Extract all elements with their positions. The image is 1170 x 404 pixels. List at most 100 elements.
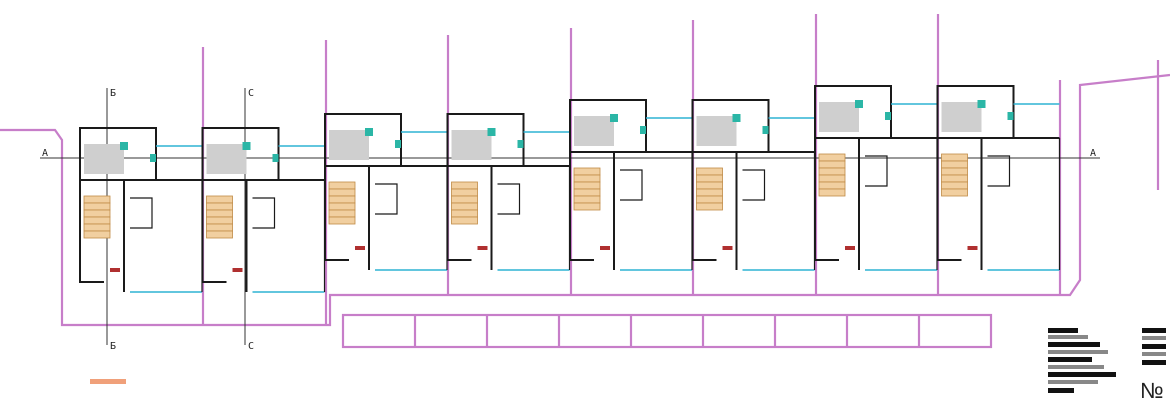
stair-step — [573, 174, 601, 183]
stair-step — [818, 181, 846, 190]
stair-step — [451, 216, 478, 225]
kitchen-icon — [610, 114, 618, 122]
stair-step — [451, 209, 478, 218]
door-mark — [477, 246, 488, 250]
stair-step — [573, 202, 601, 211]
kitchen-icon — [365, 128, 373, 136]
unit-2 — [201, 127, 326, 293]
bathroom — [130, 197, 153, 229]
stair-step — [941, 174, 968, 183]
unit-wall-left — [446, 114, 472, 261]
stair-step — [451, 181, 478, 190]
stair-step — [451, 195, 478, 204]
door-mark — [600, 246, 610, 250]
door-mark — [110, 268, 120, 272]
stair-step — [818, 167, 846, 176]
unit-hatch — [206, 144, 247, 174]
bathroom — [620, 169, 643, 201]
unit-wall-left — [814, 86, 839, 261]
stair-step — [696, 202, 723, 211]
unit-4 — [446, 113, 571, 271]
stair-step — [696, 167, 723, 176]
staircase — [451, 181, 478, 225]
kitchen-icon — [640, 126, 646, 134]
unit-1 — [79, 127, 203, 293]
kitchen-icon — [977, 100, 986, 108]
section-mark-a-left: A — [42, 148, 48, 159]
stair-step — [818, 174, 846, 183]
stair-step — [206, 209, 233, 218]
stair-step — [83, 202, 111, 211]
kitchen-icon — [517, 140, 524, 148]
stair-step — [328, 216, 356, 225]
bathroom — [865, 155, 888, 187]
door-mark — [967, 246, 978, 250]
stair-step — [573, 181, 601, 190]
stair-step — [83, 195, 111, 204]
stair-step — [451, 202, 478, 211]
unit-8 — [936, 85, 1061, 271]
stair-step — [328, 202, 356, 211]
unit-hatch — [329, 130, 369, 160]
kitchen-icon — [395, 140, 401, 148]
unit-hatch — [451, 130, 492, 160]
unit-wall-left — [691, 100, 717, 261]
stair-step — [941, 188, 968, 197]
stair-step — [328, 188, 356, 197]
kitchen-icon — [242, 142, 251, 150]
stair-step — [696, 188, 723, 197]
number-sign: № — [1140, 378, 1164, 403]
stair-step — [328, 195, 356, 204]
kitchen-icon — [855, 100, 863, 108]
section-mark-b-top: Б — [110, 88, 116, 99]
stair-step — [206, 202, 233, 211]
staircase — [941, 153, 968, 197]
bathroom — [987, 155, 1011, 187]
scale-bar — [90, 379, 126, 384]
unit-hatch — [819, 102, 859, 132]
staircase — [696, 167, 723, 211]
staircase — [328, 181, 356, 225]
stair-step — [328, 181, 356, 190]
stair-step — [941, 153, 968, 162]
kitchen-icon — [487, 128, 496, 136]
stair-step — [328, 209, 356, 218]
stair-step — [451, 188, 478, 197]
kitchen-icon — [120, 142, 128, 150]
unit-wall-left — [79, 128, 104, 283]
door-mark — [722, 246, 733, 250]
section-mark-a-right: A — [1090, 148, 1096, 159]
stair-step — [206, 195, 233, 204]
kitchen-icon — [1007, 112, 1014, 120]
section-mark-b-bottom: Б — [110, 341, 116, 352]
stair-step — [206, 216, 233, 225]
door-mark — [845, 246, 855, 250]
stair-step — [83, 216, 111, 225]
stair-step — [206, 223, 233, 232]
stair-step — [206, 230, 233, 239]
stair-step — [573, 188, 601, 197]
kitchen-icon — [762, 126, 769, 134]
unit-hatch — [696, 116, 737, 146]
stair-step — [696, 181, 723, 190]
bathroom — [252, 197, 276, 229]
kitchen-icon — [272, 154, 279, 162]
staircase — [206, 195, 233, 239]
door-mark — [355, 246, 365, 250]
bathroom — [375, 183, 398, 215]
stair-step — [573, 167, 601, 176]
unit-wall-left — [569, 100, 594, 261]
stair-step — [696, 174, 723, 183]
stair-step — [818, 153, 846, 162]
section-mark-c-bottom: С — [248, 341, 254, 352]
unit-5 — [569, 99, 693, 271]
unit-wall-left — [324, 114, 349, 261]
door-mark — [232, 268, 243, 272]
staircase — [83, 195, 111, 239]
stair-step — [83, 223, 111, 232]
unit-hatch — [574, 116, 614, 146]
section-mark-c-top: С — [248, 88, 254, 99]
unit-wall-left — [201, 128, 227, 283]
legend-block: № — [1048, 328, 1166, 403]
